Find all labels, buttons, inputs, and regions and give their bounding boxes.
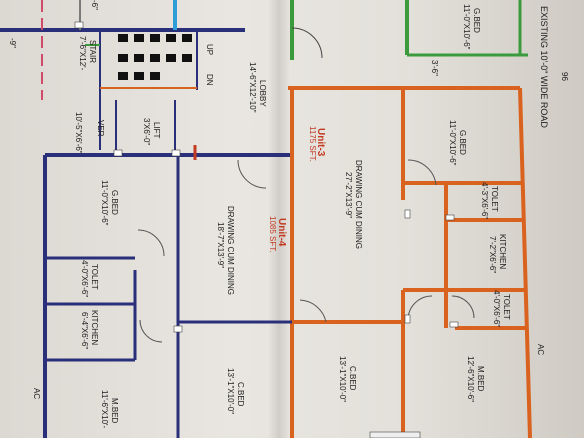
u4-cbed-dims: 13'-1"X10'-0" bbox=[226, 368, 235, 415]
top-gbed-dims: 11'-0"X10'-6" bbox=[462, 4, 471, 50]
stair-tread bbox=[150, 72, 160, 80]
u3-tolet-dims: 4'-3"X6'-6" bbox=[480, 182, 489, 220]
window-mark bbox=[171, 149, 181, 157]
unit-4-walls bbox=[43, 21, 292, 438]
u4-mbed-dims: 11'-6"X10'- bbox=[100, 390, 109, 429]
staircase bbox=[85, 30, 198, 150]
door-swing bbox=[407, 159, 437, 186]
unit3-wall-right bbox=[518, 87, 532, 438]
window-mark bbox=[449, 321, 459, 328]
door-swing bbox=[407, 295, 433, 321]
window-mark bbox=[74, 21, 84, 29]
stair-dims: 7'-6"X12'- bbox=[78, 36, 87, 71]
u4-kitchen-dims: 6'-4"X6'-6" bbox=[80, 312, 89, 350]
u3-mbed-dims: 12'-6"X10'-6" bbox=[466, 356, 475, 403]
u4-mbed-name: M.BED bbox=[110, 398, 119, 424]
stair-tread bbox=[118, 34, 128, 42]
u4-kitchen-name: KITCHEN bbox=[90, 310, 99, 346]
door-swing bbox=[237, 159, 267, 189]
unit-4-name: Unit-4 bbox=[276, 218, 287, 247]
u3-tolet2-dims: 4'-0"X6'-6" bbox=[492, 290, 501, 328]
unit-3-walls bbox=[288, 86, 532, 438]
door-swing bbox=[137, 229, 165, 257]
u3-tolet-name: TOLET bbox=[490, 186, 499, 212]
top-walls bbox=[0, 0, 528, 60]
door-swing bbox=[451, 295, 475, 319]
u3-drawing-dims: 27'-2"X13'-9" bbox=[344, 172, 353, 219]
u3-drawing-name: DRAWING CUM DINING bbox=[354, 160, 363, 250]
dn-label: DN bbox=[205, 74, 214, 86]
stair-tread bbox=[166, 54, 176, 62]
u4-drawing-dims: 18'-7"X13'-9" bbox=[216, 222, 225, 269]
dim-9: -9" bbox=[8, 38, 17, 48]
window-mark bbox=[445, 214, 455, 221]
unit-4-area: 1085 SFT. bbox=[268, 216, 277, 253]
stair-tread bbox=[150, 34, 160, 42]
unit-3-area: 1175 SFT. bbox=[308, 126, 317, 162]
u3-cbed-dims: 13'-1"X10'-0" bbox=[338, 356, 347, 403]
door-swing-top bbox=[291, 27, 323, 59]
u3-mbed-name: M.BED bbox=[476, 366, 485, 392]
stair-tread bbox=[134, 34, 144, 42]
u3-tolet2-name: TOLET bbox=[502, 294, 511, 320]
window-mark bbox=[404, 209, 411, 219]
u4-tolet-name: TOLET bbox=[90, 264, 99, 290]
paper-fold bbox=[268, 0, 290, 438]
lift-name: LIFT bbox=[152, 122, 161, 139]
ac-label: AC bbox=[536, 344, 545, 356]
stair-tread bbox=[118, 72, 128, 80]
balcony-mark bbox=[369, 431, 421, 438]
road-label: EXISTING 10'-0" WIDE ROAD bbox=[539, 6, 549, 128]
stair-tread bbox=[182, 54, 192, 62]
u3-gbed-dims: 11'-0"X10'-6" bbox=[448, 120, 457, 166]
stair-tread bbox=[134, 54, 144, 62]
ver-dims: 10'-5"X6'-6" bbox=[74, 112, 83, 154]
lobby-dims: 14'-6"X12'-10" bbox=[248, 62, 257, 113]
window-mark bbox=[113, 149, 123, 157]
up-label: UP bbox=[205, 44, 214, 56]
u4-drawing-name: DRAWING CUM DINING bbox=[226, 206, 235, 296]
u4-tolet-dims: 4'-0"X6'-6" bbox=[80, 260, 89, 298]
window-mark bbox=[173, 325, 183, 333]
u3-kitchen-name: KITCHEN bbox=[498, 234, 507, 270]
top-gbed-name: G.BED bbox=[472, 8, 481, 33]
door-swing bbox=[299, 299, 327, 323]
stair-tread bbox=[166, 34, 176, 42]
stair-tread bbox=[150, 54, 160, 62]
dim-3-6: 3'-6" bbox=[430, 60, 439, 76]
window-mark bbox=[404, 314, 411, 324]
u3-cbed-name: C.BED bbox=[348, 366, 357, 391]
stair-tread bbox=[134, 72, 144, 80]
u4-cbed-name: C.BED bbox=[236, 382, 245, 407]
u4-gbed-name: G.BED bbox=[110, 190, 119, 215]
door-swing bbox=[139, 319, 163, 343]
ac-label-left: AC bbox=[32, 388, 41, 400]
u3-gbed-name: G.BED bbox=[458, 130, 467, 155]
road-number: 96 bbox=[560, 72, 569, 81]
stair-tread bbox=[182, 34, 192, 42]
stair-tread bbox=[118, 54, 128, 62]
stair-name: STAIR bbox=[88, 40, 97, 63]
lobby-name: LOBBY bbox=[258, 80, 267, 107]
dim-top-left: -6" bbox=[90, 0, 99, 10]
u3-kitchen-dims: 7'-2"X6'-6" bbox=[488, 236, 497, 274]
ver-label: VER bbox=[96, 120, 105, 137]
u4-gbed-dims: 11'-0"X10'-6" bbox=[100, 180, 109, 226]
lift-dims: 3'X6'-0" bbox=[142, 118, 151, 146]
